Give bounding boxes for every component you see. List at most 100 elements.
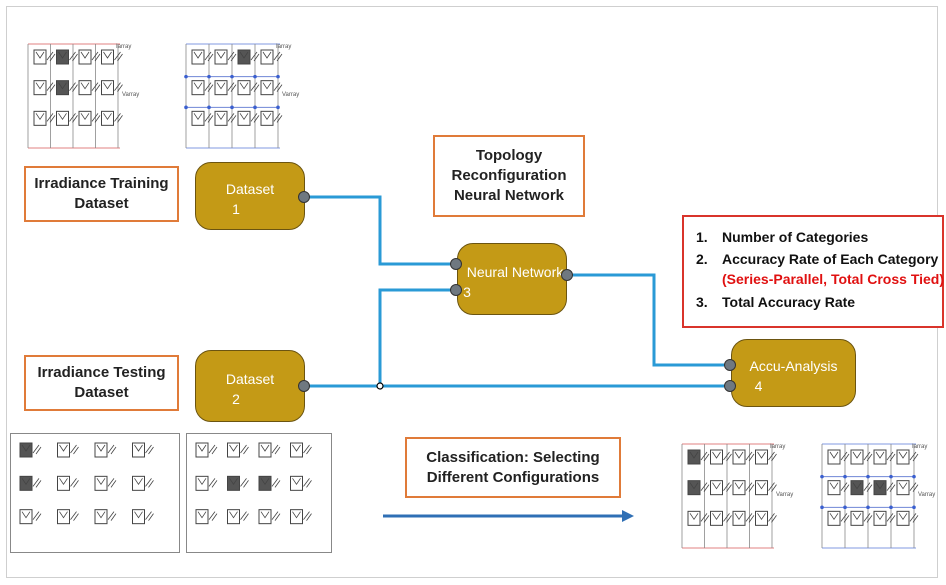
pv-panel-cell	[94, 509, 108, 525]
array-voltage-label: Varray	[122, 92, 140, 98]
pv-panel-cell	[237, 80, 251, 96]
array-voltage-label: Varray	[282, 92, 300, 98]
pv-panel-cell	[19, 509, 33, 525]
pv-panel-cell	[755, 480, 768, 496]
pv-panel-cell	[732, 480, 746, 496]
pv-panel-cell	[755, 510, 768, 526]
pv-panel-cell	[687, 510, 701, 526]
pv-panel-cell	[101, 49, 114, 65]
pv-panel-cell	[19, 475, 33, 491]
pv-panel-cell	[260, 110, 274, 126]
wire-neural-accu	[568, 273, 728, 367]
pv-panel-cell	[687, 449, 701, 465]
pv-panel-cell	[732, 510, 746, 526]
pv-panel-cell	[57, 509, 70, 525]
accu-input-port-2	[724, 380, 736, 392]
pv-panel-cell	[227, 442, 240, 458]
pv-panel-cell	[827, 480, 841, 496]
neural-output-port	[561, 269, 573, 281]
accu-input-port-1	[724, 359, 736, 371]
pv-panel-cell	[290, 442, 303, 458]
pv-panel-cell	[195, 475, 209, 491]
pv-panel-cell	[191, 80, 205, 96]
neural-input-port-2	[450, 284, 462, 296]
wire-junction	[376, 382, 384, 390]
pv-panel-cell	[687, 480, 701, 496]
pv-panel-cell	[873, 480, 887, 496]
pv-panel-cell	[258, 442, 272, 458]
dataset-2-node: Dataset 2	[195, 350, 305, 422]
pv-panel-cell	[850, 480, 864, 496]
pv-panel-cell	[290, 509, 303, 525]
pv-panel-cell	[94, 442, 108, 458]
array-voltage-label: Varray	[776, 492, 794, 498]
node-number: 4	[754, 378, 763, 394]
pv-panels-drawing	[184, 43, 283, 149]
array-current-label: Iarray	[770, 444, 786, 450]
node-name: Dataset	[225, 371, 275, 387]
pv-panel-cell	[258, 475, 272, 491]
pv-panel-cell	[33, 110, 47, 126]
pv-panel-cell	[896, 480, 910, 496]
array-current-label: Iarray	[116, 44, 132, 50]
pv-panels-drawing	[820, 443, 919, 549]
results-item-3: 3.Total Accuracy Rate	[696, 294, 856, 310]
pv-panel-cell	[214, 110, 228, 126]
node-number: 2	[232, 391, 240, 407]
pv-panel-cell	[237, 110, 251, 126]
pv-panel-cell	[710, 480, 723, 496]
pv-panel-cell	[755, 449, 768, 465]
pv-panel-cell	[237, 49, 251, 65]
neural-network-node: Neural Network 3	[457, 243, 567, 315]
pv-array-testing-1	[10, 433, 180, 553]
pv-panels-drawing	[186, 433, 332, 553]
pv-panel-cell	[827, 449, 841, 465]
pv-panel-cell	[191, 49, 205, 65]
pv-panel-cell	[710, 510, 723, 526]
neural-input-port-1	[450, 258, 462, 270]
pv-panel-cell	[56, 110, 69, 126]
pv-panels-drawing	[27, 43, 123, 149]
pv-panel-cell	[78, 49, 92, 65]
pv-panel-cell	[191, 110, 205, 126]
results-item-2: 2.Accuracy Rate of Each Category	[696, 251, 939, 267]
node-name: Neural Network	[466, 264, 564, 280]
node-number: 1	[232, 201, 240, 217]
results-list: 1.Number of Categories 2.Accuracy Rate o…	[682, 215, 944, 328]
dataset-1-node: Dataset 1	[195, 162, 305, 230]
pv-panel-cell	[290, 475, 303, 491]
array-current-label: Iarray	[912, 444, 928, 450]
pv-panel-cell	[873, 449, 887, 465]
pv-panel-cell	[850, 510, 864, 526]
pv-panel-cell	[850, 449, 864, 465]
pv-panel-cell	[78, 110, 92, 126]
pv-panel-cell	[710, 449, 723, 465]
pv-panel-cell	[732, 449, 746, 465]
pv-panel-cell	[227, 475, 240, 491]
classification-arrowhead	[622, 510, 634, 522]
pv-panel-cell	[57, 475, 70, 491]
node-name: Accu-Analysis	[749, 358, 838, 374]
pv-panel-cell	[873, 510, 887, 526]
results-item-2-detail: (Series-Parallel, Total Cross Tied)	[722, 271, 945, 287]
pv-panel-cell	[78, 80, 92, 96]
pv-panel-cell	[896, 510, 910, 526]
results-item-1: 1.Number of Categories	[696, 229, 869, 245]
pv-panel-cell	[260, 49, 274, 65]
pv-panel-cell	[896, 449, 910, 465]
pv-panel-cell	[195, 442, 209, 458]
pv-panel-cell	[132, 442, 145, 458]
array-voltage-label: Varray	[918, 492, 936, 498]
pv-panel-cell	[260, 80, 274, 96]
pv-panels-drawing	[10, 433, 180, 553]
wire-branch-neural	[378, 288, 455, 386]
pv-panel-cell	[101, 110, 114, 126]
pv-panel-cell	[101, 80, 114, 96]
pv-panel-cell	[94, 475, 108, 491]
